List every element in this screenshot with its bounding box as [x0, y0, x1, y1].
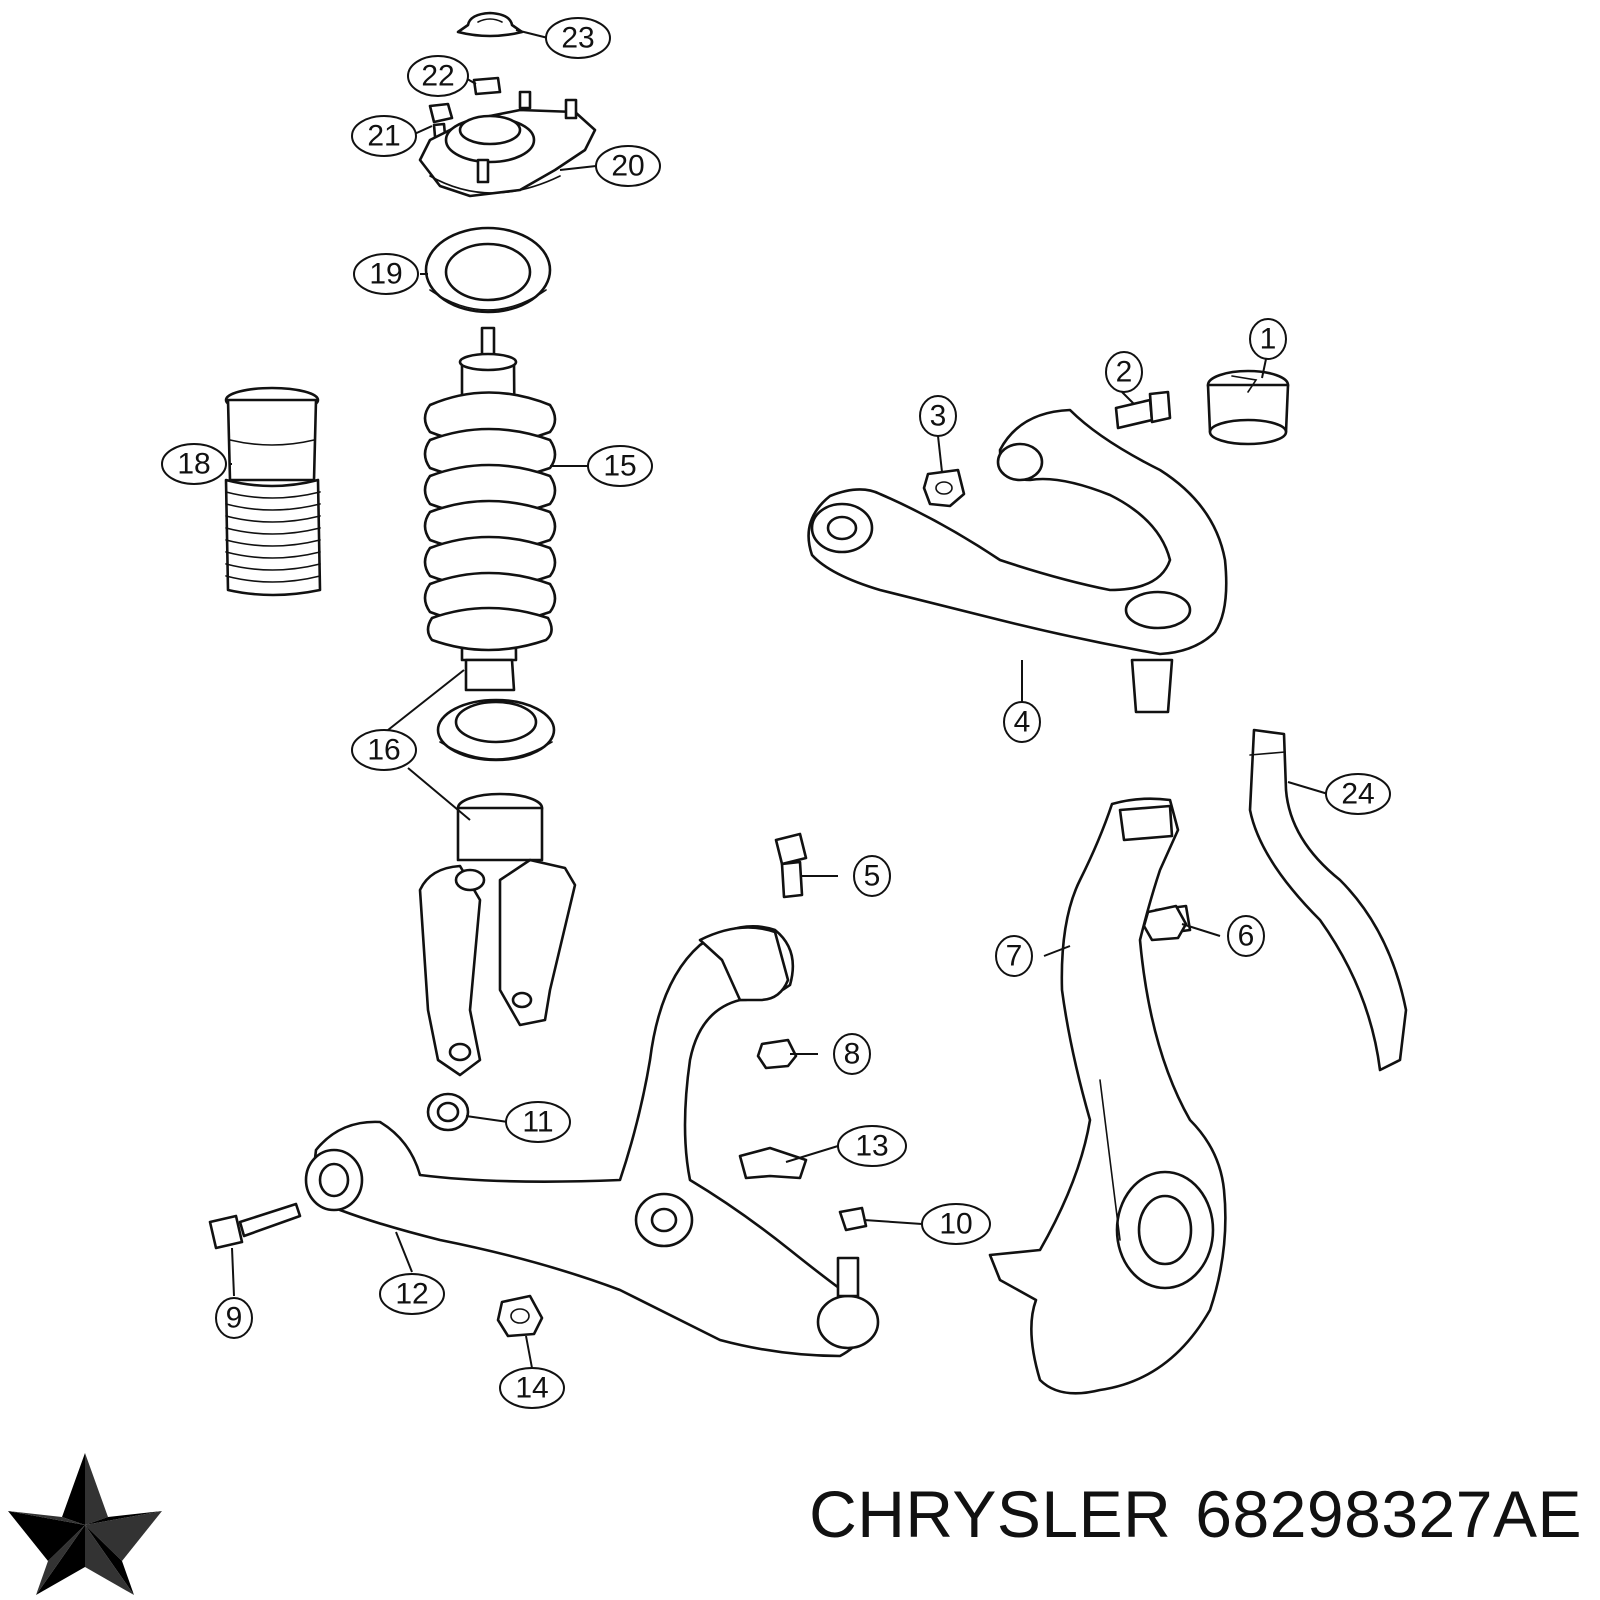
callout-1-label: 1 — [1260, 323, 1277, 356]
chrysler-pentastar-icon — [8, 1453, 162, 1595]
part-2-bolt — [1114, 390, 1172, 430]
callout-10-label: 10 — [939, 1208, 972, 1241]
callout-21: 21 — [351, 115, 417, 157]
callout-15-label: 15 — [603, 450, 636, 483]
callout-16-label: 16 — [367, 734, 400, 767]
callout-13-label: 13 — [855, 1130, 888, 1163]
part-9-bolt — [208, 1202, 302, 1250]
callout-11-label: 11 — [522, 1106, 553, 1139]
callout-7: 7 — [995, 935, 1033, 977]
part-4-upper-control-arm — [807, 408, 1228, 714]
callout-5: 5 — [853, 855, 891, 897]
callout-8: 8 — [833, 1033, 871, 1075]
part-15-coil-spring-strut — [423, 326, 557, 692]
part-3-nut — [922, 468, 966, 508]
callout-10: 10 — [921, 1203, 991, 1245]
callout-24-label: 24 — [1341, 778, 1374, 811]
part-6-nut — [1142, 904, 1188, 942]
part-16-strut-clevis — [418, 792, 577, 1077]
part-19-spring-isolator — [424, 226, 552, 314]
callout-19-label: 19 — [369, 258, 402, 291]
callout-15: 15 — [587, 445, 653, 487]
callout-20-label: 20 — [611, 150, 644, 183]
part-5-bolt — [774, 832, 808, 899]
callout-4-label: 4 — [1014, 706, 1031, 739]
callout-14: 14 — [499, 1367, 565, 1409]
part-14-nut — [496, 1294, 544, 1338]
part-7-steering-knuckle — [988, 797, 1227, 1395]
callout-16: 16 — [351, 729, 417, 771]
callout-8-label: 8 — [844, 1038, 861, 1071]
callout-19: 19 — [353, 253, 419, 295]
part-8-nut — [756, 1038, 798, 1070]
callout-7-label: 7 — [1006, 940, 1023, 973]
callout-21-label: 21 — [367, 120, 400, 153]
callout-6-label: 6 — [1238, 920, 1255, 953]
callout-23: 23 — [545, 17, 611, 59]
part-18-dust-boot — [224, 386, 322, 597]
callout-9: 9 — [215, 1297, 253, 1339]
callout-22-label: 22 — [421, 60, 454, 93]
coil-turns — [423, 391, 557, 652]
callout-11: 11 — [505, 1101, 571, 1143]
callout-12-label: 12 — [395, 1278, 428, 1311]
brand-name: CHRYSLER — [809, 1477, 1172, 1551]
part-10-nut — [838, 1206, 868, 1232]
part-20-strut-mount — [418, 90, 597, 198]
part-24-bracket — [1248, 728, 1408, 1072]
part-11-bushing — [426, 1092, 470, 1132]
part-1-bushing — [1206, 369, 1290, 446]
part-number: 68298327AE — [1195, 1477, 1582, 1551]
part-13-bolt — [738, 1146, 808, 1180]
callout-9-label: 9 — [226, 1302, 243, 1335]
callout-20: 20 — [595, 145, 661, 187]
part-12-lower-control-arm — [304, 925, 880, 1358]
callout-6: 6 — [1227, 915, 1265, 957]
part-caption: CHRYSLER 68298327AE — [809, 1476, 1582, 1552]
callout-12: 12 — [379, 1273, 445, 1315]
callout-14-label: 14 — [515, 1372, 548, 1405]
callout-18-label: 18 — [177, 448, 210, 481]
part-22-nut — [472, 76, 502, 96]
callout-4: 4 — [1003, 701, 1041, 743]
callout-13: 13 — [837, 1125, 907, 1167]
callout-3: 3 — [919, 395, 957, 437]
callout-1: 1 — [1249, 318, 1287, 360]
callout-24: 24 — [1325, 773, 1391, 815]
part-23-cap — [456, 11, 524, 38]
callout-3-label: 3 — [930, 400, 947, 433]
callout-2: 2 — [1105, 351, 1143, 393]
callout-23-label: 23 — [561, 22, 594, 55]
callout-2-label: 2 — [1116, 356, 1133, 389]
callout-5-label: 5 — [864, 860, 881, 893]
leader-lines — [230, 29, 1329, 1369]
part-16-spring-seat — [436, 698, 556, 762]
callout-18: 18 — [161, 443, 227, 485]
callout-22: 22 — [407, 55, 469, 97]
